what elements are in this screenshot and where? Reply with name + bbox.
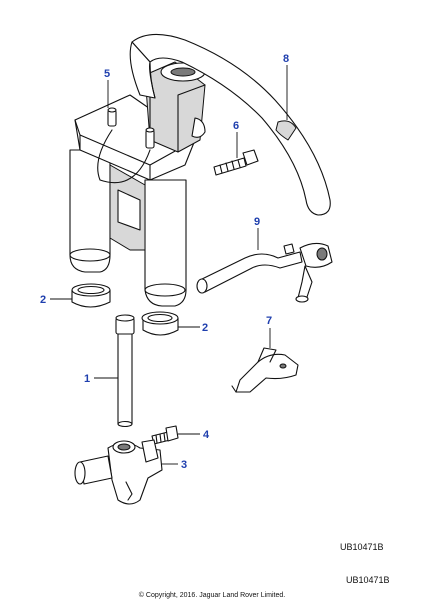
part-tube [115,314,135,428]
callout-2-right: 2 [202,322,208,334]
callout-5: 5 [104,68,110,80]
copyright-notice: © Copyright, 2016. Jaguar Land Rover Lim… [139,591,285,599]
callout-7: 7 [266,315,272,327]
callout-3: 3 [181,459,187,471]
part-screw [151,425,179,445]
callout-8: 8 [283,53,289,65]
part-canister-body [69,61,206,307]
callout-numbers: 5 8 6 9 2 2 7 1 4 3 [40,53,289,471]
part-valve-body [74,439,163,505]
part-seal-ring-left [71,283,111,308]
part-bracket [231,347,299,393]
reference-code-upper: UB10471B [340,542,384,552]
reference-code-lower: UB10471B [346,575,390,585]
part-pipe-assembly [196,242,333,303]
callout-6: 6 [233,120,239,132]
callout-1: 1 [84,373,90,385]
part-seal-ring-right [141,311,179,336]
leader-lines [50,65,288,465]
callout-4: 4 [203,429,210,441]
part-curved-hose [129,33,331,216]
part-bolt [213,149,259,176]
callout-2-left: 2 [40,294,46,306]
callout-9: 9 [254,216,260,228]
